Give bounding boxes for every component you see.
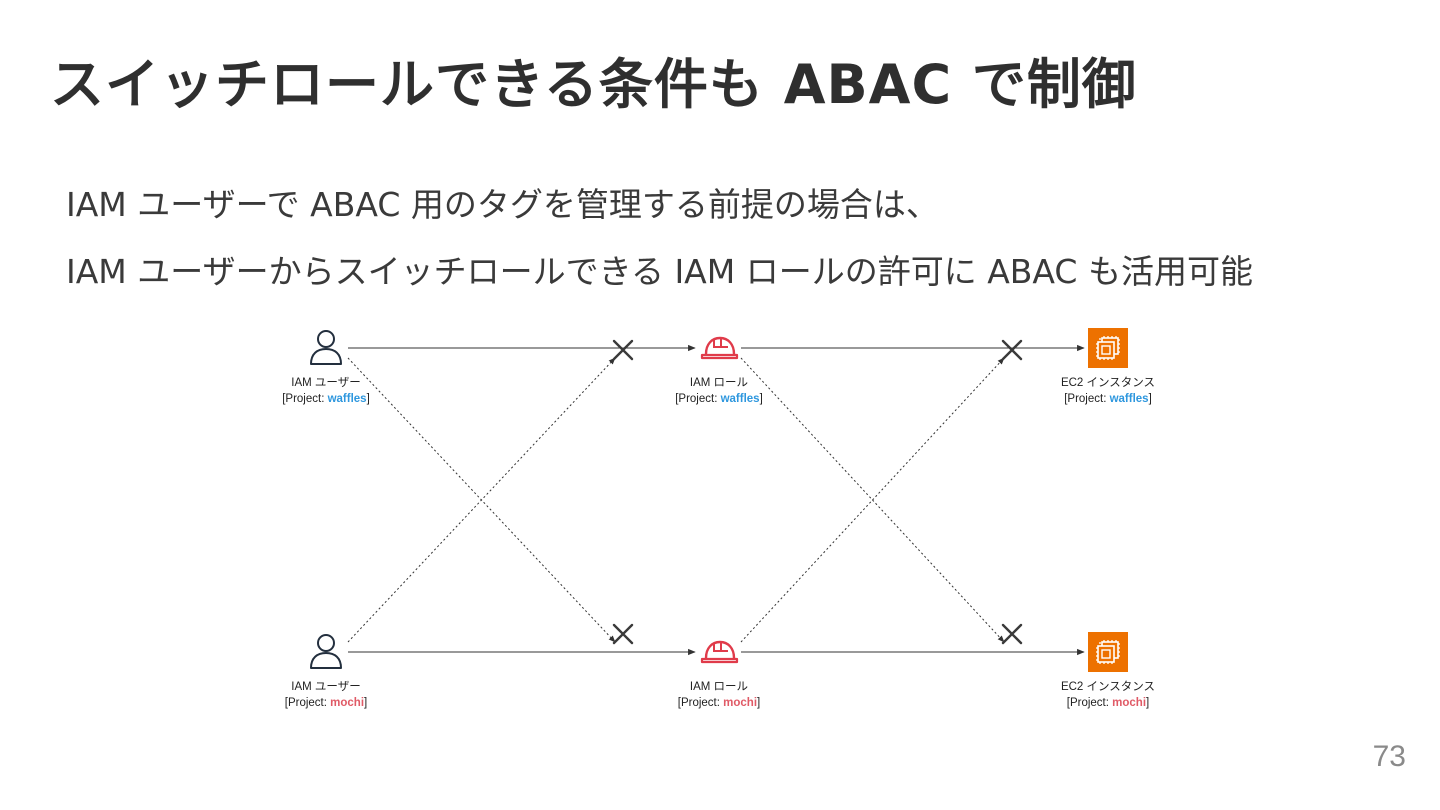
node-name: IAM ロール bbox=[689, 377, 749, 389]
page-number: 73 bbox=[1372, 740, 1406, 773]
tag-prefix: [Project: bbox=[677, 697, 724, 709]
tag-suffix: ] bbox=[1148, 393, 1152, 405]
node-label-user-waffles: IAM ユーザー [Project: waffles] bbox=[216, 375, 436, 407]
project-tag: [Project: mochi] bbox=[216, 695, 436, 711]
tag-value: mochi bbox=[330, 697, 365, 709]
tag-value: waffles bbox=[1109, 393, 1149, 405]
node-label-ec2-waffles: EC2 インスタンス [Project: waffles] bbox=[998, 375, 1218, 407]
tag-prefix: [Project: bbox=[675, 393, 721, 405]
deny-x-icon bbox=[612, 623, 634, 645]
iam-role-helmet-icon bbox=[700, 336, 739, 360]
tag-value: waffles bbox=[327, 393, 367, 405]
ec2-instance-icon bbox=[1088, 328, 1128, 368]
tag-value: mochi bbox=[723, 697, 758, 709]
node-label-role-waffles: IAM ロール [Project: waffles] bbox=[609, 375, 829, 407]
tag-suffix: ] bbox=[1146, 697, 1150, 709]
tag-prefix: [Project: bbox=[282, 393, 328, 405]
node-name: EC2 インスタンス bbox=[1060, 681, 1156, 693]
denied-arrow-role_mochi-to-ec2_waffles bbox=[740, 357, 1005, 643]
node-label-role-mochi: IAM ロール [Project: mochi] bbox=[609, 679, 829, 711]
tag-prefix: [Project: bbox=[284, 697, 331, 709]
tag-suffix: ] bbox=[757, 697, 761, 709]
deny-x-icon bbox=[1001, 623, 1023, 645]
project-tag: [Project: mochi] bbox=[609, 695, 829, 711]
user-icon bbox=[310, 330, 342, 365]
tag-value: mochi bbox=[1112, 697, 1147, 709]
node-name: EC2 インスタンス bbox=[1060, 377, 1156, 389]
tag-prefix: [Project: bbox=[1064, 393, 1110, 405]
tag-suffix: ] bbox=[759, 393, 763, 405]
deny-x-icon bbox=[1001, 339, 1023, 361]
deny-x-icon bbox=[612, 339, 634, 361]
node-name: IAM ロール bbox=[689, 681, 749, 693]
node-label-ec2-mochi: EC2 インスタンス [Project: mochi] bbox=[998, 679, 1218, 711]
project-tag: [Project: mochi] bbox=[998, 695, 1218, 711]
tag-value: waffles bbox=[720, 393, 760, 405]
tag-prefix: [Project: bbox=[1066, 697, 1113, 709]
body-text-line-2: IAM ユーザーからスイッチロールできる IAM ロールの許可に ABAC も活… bbox=[66, 252, 1253, 291]
tag-suffix: ] bbox=[364, 697, 368, 709]
iam-role-helmet-icon bbox=[700, 640, 739, 664]
user-icon bbox=[310, 634, 342, 669]
node-label-user-mochi: IAM ユーザー [Project: mochi] bbox=[216, 679, 436, 711]
body-text-line-1: IAM ユーザーで ABAC 用のタグを管理する前提の場合は、 bbox=[66, 185, 939, 224]
project-tag: [Project: waffles] bbox=[998, 391, 1218, 407]
node-name: IAM ユーザー bbox=[291, 681, 361, 693]
project-tag: [Project: waffles] bbox=[216, 391, 436, 407]
tag-suffix: ] bbox=[366, 393, 370, 405]
denied-arrow-user_mochi-to-role_waffles bbox=[347, 357, 616, 643]
slide-title: スイッチロールできる条件も ABAC で制御 bbox=[50, 53, 1137, 116]
project-tag: [Project: waffles] bbox=[609, 391, 829, 407]
ec2-instance-icon bbox=[1088, 632, 1128, 672]
node-name: IAM ユーザー bbox=[291, 377, 361, 389]
